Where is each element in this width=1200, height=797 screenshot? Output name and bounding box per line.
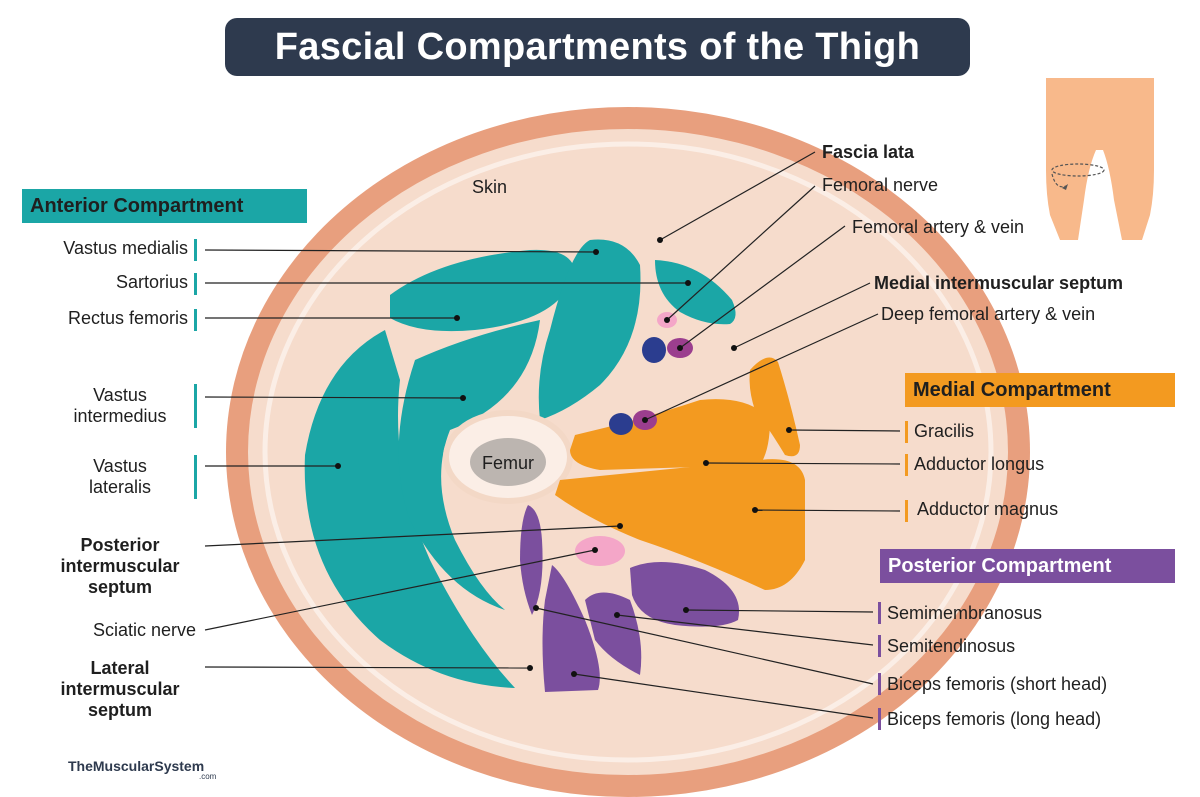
semitendinosus-marker <box>878 635 881 657</box>
adductor-magnus-marker <box>905 500 908 522</box>
skin-label: Skin <box>472 177 508 197</box>
biceps-long-head-shape <box>542 565 600 692</box>
semimembranosus-label: Semimembranosus <box>887 603 1043 623</box>
posterior-compartment-badge: Posterior Compartment <box>880 549 1175 583</box>
rectus-femoris-marker <box>194 309 197 331</box>
femoral-artery-vein-label: Femoral artery & vein <box>852 217 1025 237</box>
vastus-intermedius-label-line2: intermedius <box>73 406 167 426</box>
femur-label: Femur <box>482 453 535 473</box>
deep-femoral-label: Deep femoral artery & vein <box>881 304 1096 324</box>
leader-dots <box>335 237 792 677</box>
biceps-long-label: Biceps femoris (long head) <box>887 709 1102 729</box>
page-title-text: Fascial Compartments of the Thigh <box>274 25 921 68</box>
vastus-medialis-shape <box>538 239 641 420</box>
lateral-septum-label-line3: septum <box>87 700 152 720</box>
adductor-longus-marker <box>905 454 908 476</box>
page-title: Fascial Compartments of the Thigh <box>225 18 970 76</box>
sciatic-nerve-shape <box>575 536 625 566</box>
deep-femoral-vein-shape <box>609 413 633 435</box>
biceps-long-marker <box>878 708 881 730</box>
posterior-muscles <box>520 505 740 692</box>
adductor-longus-shape <box>570 399 770 470</box>
vastus-lateralis-marker <box>194 455 197 499</box>
adductor-magnus-shape <box>555 459 805 590</box>
rectus-femoris-label: Rectus femoris <box>67 308 188 328</box>
sartorius-label: Sartorius <box>115 272 188 292</box>
vastus-intermedius-shape <box>398 320 540 610</box>
vastus-lateralis-label-line2: lateralis <box>88 477 152 497</box>
lateral-septum-label-line2: intermuscular <box>60 679 180 699</box>
leg-silhouette-icon <box>1046 78 1154 240</box>
fascia-lata-layer <box>262 141 994 763</box>
medial-compartment-badge: Medial Compartment <box>905 373 1175 407</box>
site-logo-suffix: .com <box>199 772 217 781</box>
posterior-septum-label-line2: intermuscular <box>60 556 180 576</box>
sartorius-marker <box>194 273 197 295</box>
vastus-intermedius-marker <box>194 384 197 428</box>
semitendinosus-shape <box>585 592 642 675</box>
lateral-septum-label-line1: Lateral <box>90 658 150 678</box>
biceps-short-head-shape <box>520 505 543 615</box>
gracilis-label: Gracilis <box>914 421 975 441</box>
site-logo: TheMuscularSystem <box>68 758 205 774</box>
anterior-compartment-badge: Anterior Compartment <box>22 189 307 223</box>
vastus-medialis-marker <box>194 239 197 261</box>
sciatic-nerve-label: Sciatic nerve <box>92 620 196 640</box>
medial-septum-label: Medial intermuscular septum <box>874 273 1124 293</box>
rectus-femoris-shape <box>390 249 575 332</box>
sartorius-shape <box>655 260 736 325</box>
femur-bone <box>470 438 546 486</box>
posterior-septum-label-line1: Posterior <box>80 535 160 555</box>
gracilis-marker <box>905 421 908 443</box>
vastus-lateralis-label-line1: Vastus <box>93 456 147 476</box>
vastus-intermedius-label-line1: Vastus <box>93 385 147 405</box>
leader-lines <box>204 151 901 719</box>
biceps-short-marker <box>878 673 881 695</box>
adductor-magnus-label: Adductor magnus <box>917 499 1059 519</box>
semitendinosus-label: Semitendinosus <box>887 636 1016 656</box>
biceps-short-label: Biceps femoris (short head) <box>887 674 1108 694</box>
adductor-longus-label: Adductor longus <box>914 454 1045 474</box>
fascia-lata-label: Fascia lata <box>822 142 915 162</box>
semimembranosus-marker <box>878 602 881 624</box>
femoral-nerve-label: Femoral nerve <box>822 175 939 195</box>
posterior-septum-label-line3: septum <box>87 577 152 597</box>
vastus-medialis-label: Vastus medialis <box>63 238 188 258</box>
femoral-vein-shape <box>642 337 666 363</box>
